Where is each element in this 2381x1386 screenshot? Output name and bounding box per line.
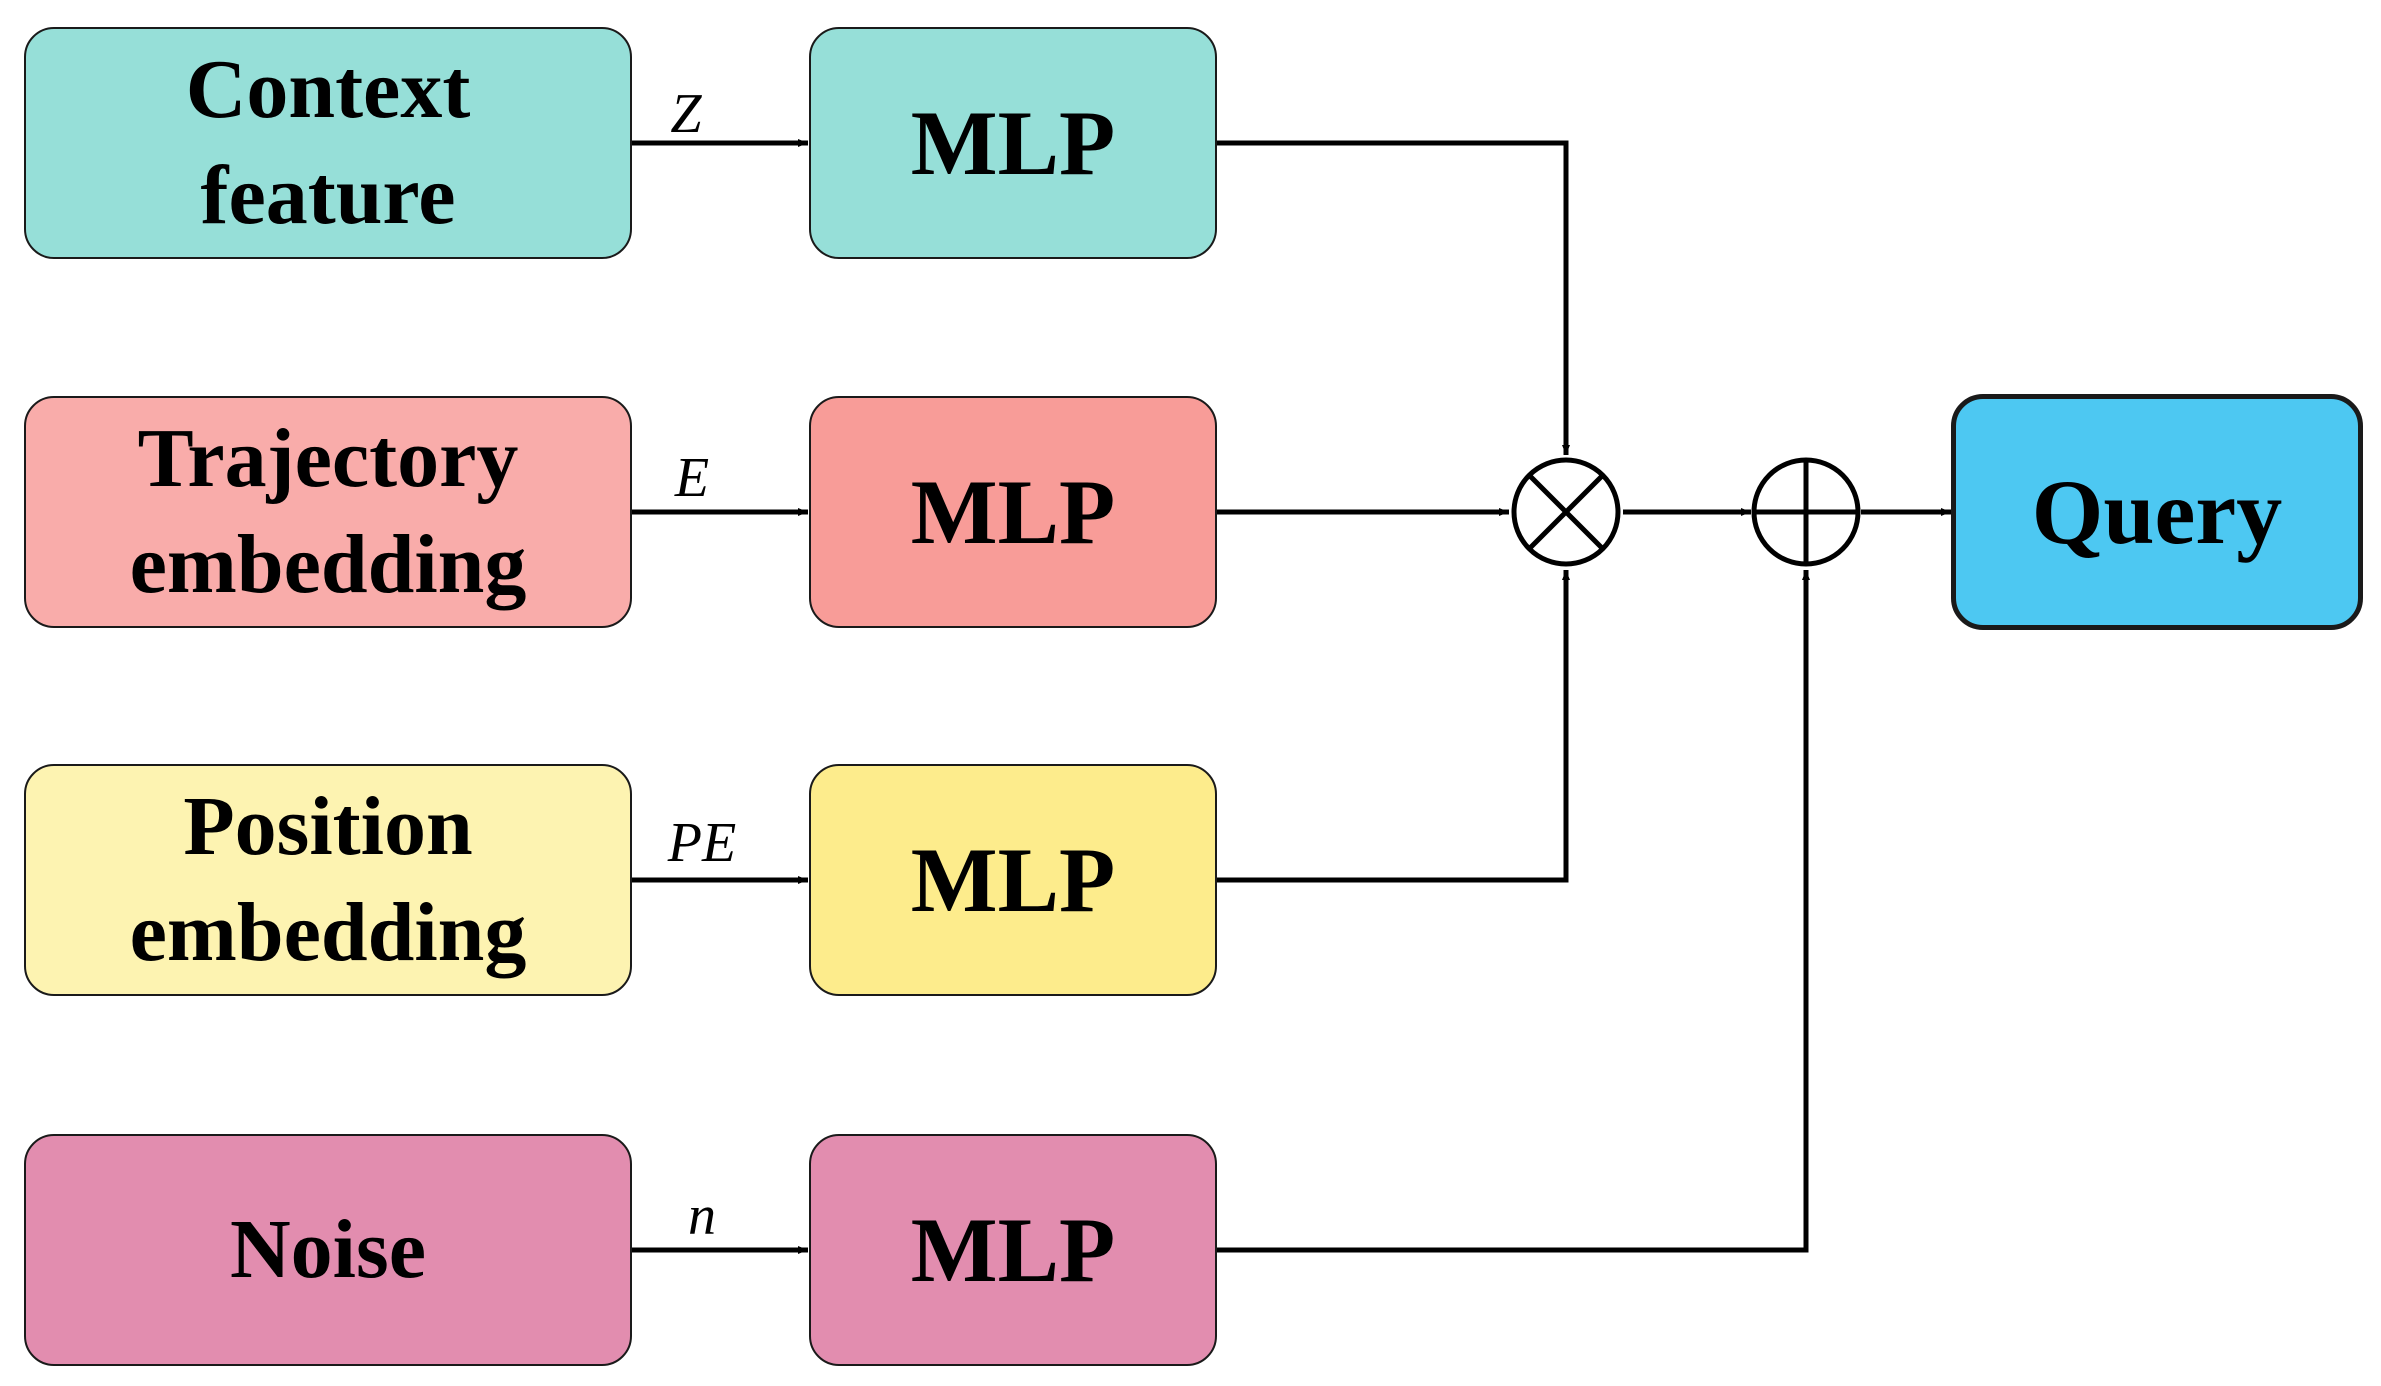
query-box: Query [1951, 394, 2363, 630]
mlp-label: MLP [910, 461, 1116, 563]
context-feature-label: Context feature [185, 43, 471, 242]
var-label-z: Z [670, 83, 702, 145]
mlp-box-trajectory: MLP [809, 396, 1217, 628]
query-label: Query [2031, 461, 2283, 563]
noise-box: Noise [24, 1134, 632, 1366]
noise-label: Noise [230, 1203, 426, 1296]
arrow-mlp4-to-add [1216, 570, 1810, 1253]
var-label-pe: PE [667, 812, 737, 874]
mlp-label: MLP [910, 1199, 1116, 1301]
var-label-n: n [688, 1185, 716, 1247]
position-embedding-box: Position embedding [24, 764, 632, 996]
mlp-label: MLP [910, 829, 1116, 931]
trajectory-embedding-box: Trajectory embedding [24, 396, 632, 628]
add-operator-icon [1751, 457, 1861, 567]
arrow-mlp1-to-multiply [1216, 140, 1570, 455]
var-label-e: E [674, 447, 710, 509]
position-embedding-label: Position embedding [129, 780, 527, 979]
mlp-box-context: MLP [809, 27, 1217, 259]
context-feature-box: Context feature [24, 27, 632, 259]
mlp-box-noise: MLP [809, 1134, 1217, 1366]
multiply-operator-icon [1511, 457, 1621, 567]
arrow-mlp3-to-multiply [1216, 570, 1570, 883]
trajectory-embedding-label: Trajectory embedding [129, 412, 527, 611]
mlp-box-position: MLP [809, 764, 1217, 996]
mlp-label: MLP [910, 92, 1116, 194]
